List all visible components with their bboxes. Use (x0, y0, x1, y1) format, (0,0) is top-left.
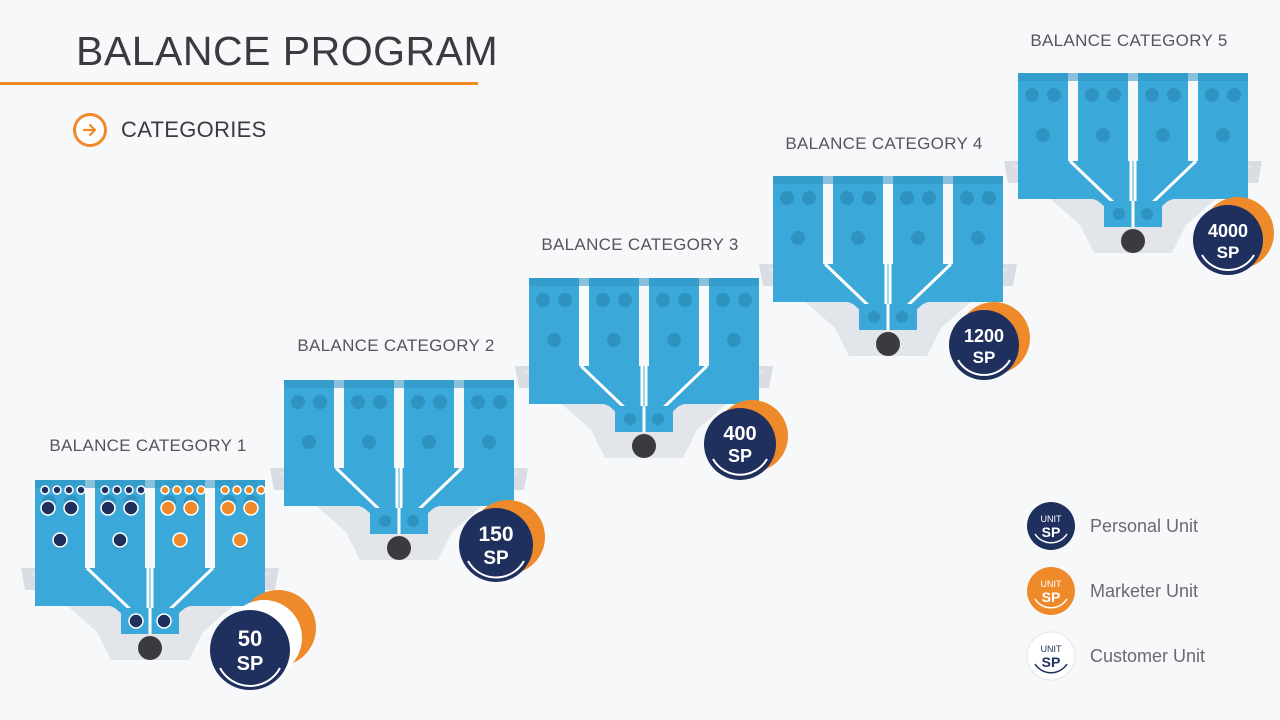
category-3-sp-badge: 400 SP (704, 400, 788, 480)
marketer-unit-badge-icon: UNIT SP (1027, 567, 1075, 615)
section-label: CATEGORIES (121, 117, 267, 142)
category-1-sp-value: 50 (238, 626, 262, 651)
customer-unit-badge-icon: UNIT SP (1026, 631, 1076, 681)
personal-unit-tokens (40, 485, 172, 629)
category-5-sp-value: 4000 (1208, 221, 1248, 241)
svg-text:UNIT: UNIT (1041, 579, 1062, 589)
svg-text:SP: SP (1042, 654, 1061, 670)
category-1-sp-badge: 50 SP (210, 590, 316, 690)
marketer-unit-tokens (160, 485, 266, 548)
legend-personal-unit: UNIT SP Personal Unit (1026, 501, 1198, 551)
legend-customer-unit: UNIT SP Customer Unit (1026, 631, 1205, 681)
legend-customer-label: Customer Unit (1090, 645, 1206, 666)
legend-personal-label: Personal Unit (1090, 515, 1199, 536)
section-heading: CATEGORIES (73, 113, 267, 147)
category-1-label: BALANCE CATEGORY 1 (49, 436, 247, 455)
category-5-label: BALANCE CATEGORY 5 (1030, 31, 1228, 50)
category-1-sp-unit: SP (237, 653, 264, 675)
arrow-right-icon (73, 113, 107, 147)
category-3-sp-value: 400 (723, 423, 756, 445)
category-3-label: BALANCE CATEGORY 3 (541, 235, 739, 254)
category-1-funnel (19, 478, 281, 662)
category-2-sp-badge: 150 SP (459, 500, 545, 582)
page-title: BALANCE PROGRAM (76, 28, 499, 74)
category-4-label: BALANCE CATEGORY 4 (785, 134, 983, 153)
legend-marketer-label: Marketer Unit (1090, 580, 1199, 601)
svg-text:SP: SP (1042, 524, 1061, 540)
title-underline (0, 82, 478, 85)
category-4-sp-unit: SP (973, 348, 996, 367)
category-2-sp-unit: SP (483, 548, 509, 569)
category-4-sp-value: 1200 (964, 326, 1004, 346)
category-2-sp-value: 150 (478, 523, 513, 546)
category-2-label: BALANCE CATEGORY 2 (297, 336, 495, 355)
category-5-sp-badge: 4000 SP (1193, 197, 1274, 275)
personal-unit-badge-icon: UNIT SP (1027, 502, 1075, 550)
category-4-sp-badge: 1200 SP (949, 302, 1030, 380)
svg-text:UNIT: UNIT (1041, 644, 1062, 654)
legend-marketer-unit: UNIT SP Marketer Unit (1026, 566, 1198, 616)
svg-text:UNIT: UNIT (1041, 514, 1062, 524)
category-5-sp-unit: SP (1217, 243, 1240, 262)
svg-text:SP: SP (1042, 589, 1061, 605)
category-3-sp-unit: SP (728, 446, 752, 466)
